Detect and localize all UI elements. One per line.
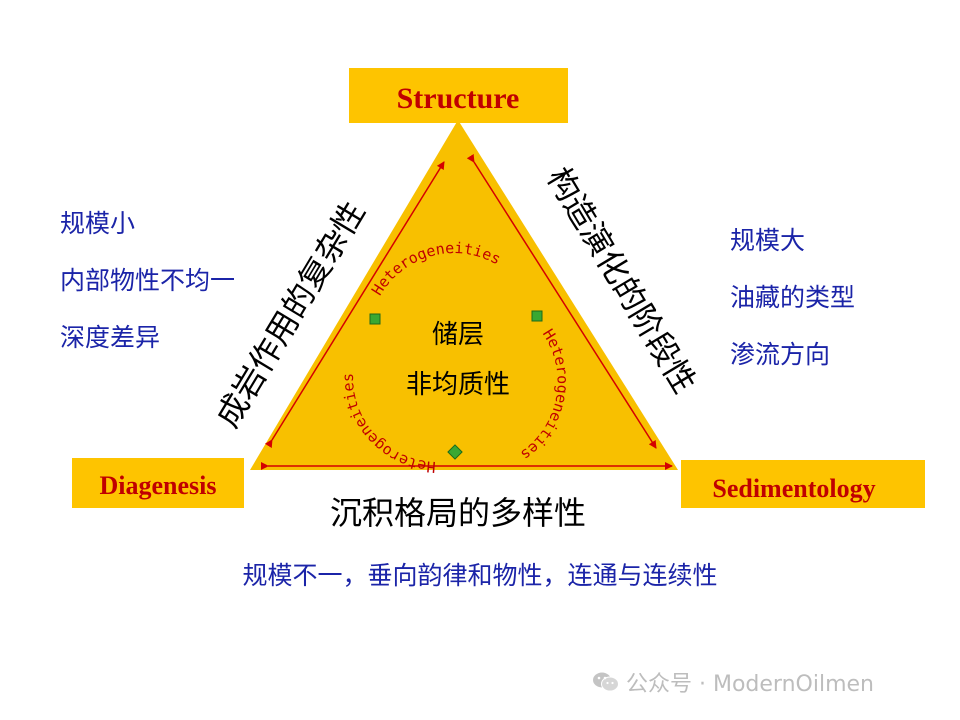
right-note-item: 渗流方向 xyxy=(730,340,831,369)
left-note-item: 内部物性不均一 xyxy=(60,266,236,295)
left-note-item: 深度差异 xyxy=(60,323,161,352)
structure-label: Structure xyxy=(397,82,520,115)
ring-marker-right xyxy=(531,310,543,322)
right-note-item: 油藏的类型 xyxy=(730,283,856,312)
right-notes: 规模大 油藏的类型 渗流方向 xyxy=(730,212,855,383)
bottom-side-label: 沉积格局的多样性 xyxy=(330,494,586,532)
structure-box: Structure xyxy=(349,68,568,123)
left-notes: 规模小 内部物性不均一 深度差异 xyxy=(60,195,235,366)
wechat-icon xyxy=(593,672,619,692)
left-note-item: 规模小 xyxy=(60,209,136,238)
arrow-left-side xyxy=(264,161,445,449)
diagenesis-label: Diagenesis xyxy=(100,471,217,500)
center-title-line2: 非均质性 xyxy=(406,370,510,400)
sedimentology-label: Sedimentology xyxy=(712,474,875,503)
watermark-text: 公众号 · ModernOilmen xyxy=(626,672,874,697)
sedimentology-box: Sedimentology xyxy=(681,460,925,508)
arrow-right-side xyxy=(466,153,657,449)
right-note-item: 规模大 xyxy=(730,226,806,255)
bottom-note: 规模不一，垂向韵律和物性，连通与连续性 xyxy=(242,561,718,590)
diagenesis-box: Diagenesis xyxy=(72,458,244,508)
watermark: 公众号 · ModernOilmen xyxy=(592,666,874,698)
ring-marker-bottom xyxy=(447,444,463,460)
center-title-line1: 储层 xyxy=(432,320,484,350)
ring-marker-left xyxy=(369,313,381,325)
